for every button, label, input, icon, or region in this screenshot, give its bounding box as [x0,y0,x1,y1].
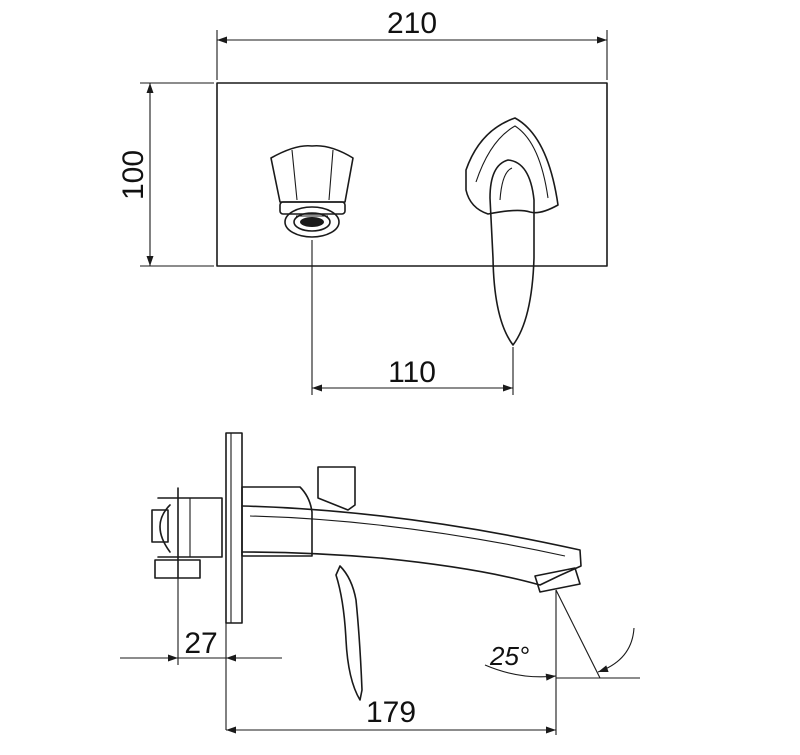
spout-side [242,506,581,592]
dimension-210: 210 [217,7,607,80]
dimension-label-spout-angle: 25° [489,641,529,671]
front-view: 210 100 110 [117,7,607,395]
wall-plate-front [217,83,607,266]
dimension-label-spout-projection: 179 [366,696,416,729]
lever-handle-front [466,118,558,345]
dimension-label-wall-depth: 27 [184,627,217,660]
spout-outlet-front [271,146,353,237]
lever-handle-side [318,467,355,510]
dimension-27: 27 [120,578,282,730]
lever-handle-lower [336,566,362,700]
dimension-100: 100 [117,83,214,266]
dimension-label-spout-handle: 110 [388,356,436,389]
dimension-angle: 25° [485,590,640,678]
valve-body-side [152,488,222,578]
dimension-110: 110 [312,240,513,395]
dimension-label-plate-width: 210 [387,7,437,40]
spout-collar [242,487,312,556]
side-view: 27 179 25° [120,433,640,735]
wall-plate-side [226,433,242,623]
dimension-label-plate-height: 100 [117,150,150,200]
